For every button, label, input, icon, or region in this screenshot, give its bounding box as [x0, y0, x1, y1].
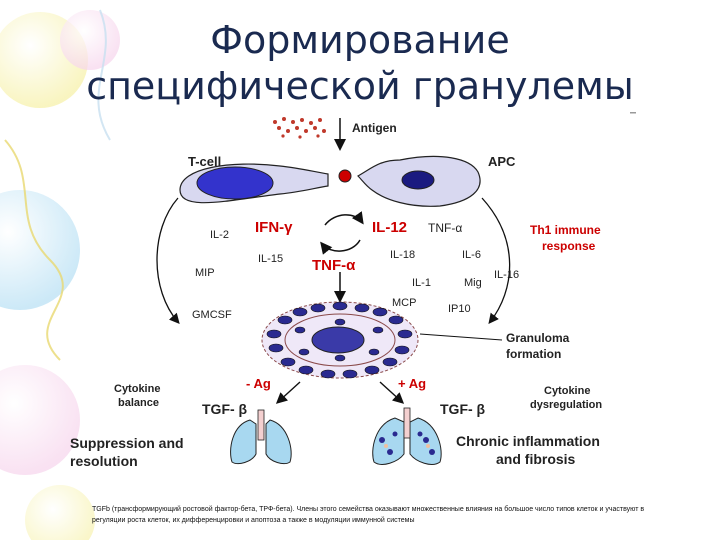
chronic-label-line1: Chronic inflammation	[456, 433, 600, 449]
cytokine-dysregulation-line1: Cytokine	[544, 385, 590, 397]
plus-ag-label: + Ag	[398, 376, 426, 391]
left-branch-arrow	[275, 381, 301, 404]
antigen-label: Antigen	[352, 121, 397, 135]
apc-cell	[357, 155, 481, 207]
mip-label: MIP	[195, 267, 215, 279]
bubble-decoration	[0, 365, 80, 475]
il12-label: IL-12	[372, 219, 407, 236]
ip10-label: IP10	[448, 303, 471, 315]
apc-label: APC	[488, 154, 516, 169]
suppression-label-line2: resolution	[70, 453, 138, 469]
il1-label: IL-1	[412, 277, 431, 289]
t-cell-label: T-cell	[188, 154, 221, 169]
page-title-line1: Формирование	[210, 18, 510, 62]
page-title-line2: специфической гранулемы	[86, 64, 634, 108]
il16-label: IL-16	[494, 269, 519, 281]
bubble-decoration	[0, 190, 80, 310]
cycle-arrow-top	[324, 211, 364, 226]
divider-mark	[630, 112, 636, 114]
il6-label: IL-6	[462, 249, 481, 261]
tgf-beta-left-label: TGF- β	[202, 401, 248, 417]
cytokine-balance-line2: balance	[118, 397, 159, 409]
mig-label: Mig	[464, 277, 482, 289]
left-curve-arrow	[156, 197, 180, 324]
synapse-dot	[338, 169, 352, 183]
ribbon-decoration	[4, 139, 64, 361]
cycle-arrow-bottom	[320, 239, 361, 255]
bubble-decoration	[25, 485, 95, 540]
granuloma-label-line2: formation	[506, 347, 561, 361]
granuloma-cluster	[261, 301, 419, 379]
il18-label: IL-18	[390, 249, 415, 261]
granuloma-label-line1: Granuloma	[506, 331, 570, 345]
healthy-lungs-icon	[230, 409, 292, 465]
right-curve-arrow	[481, 197, 511, 325]
tgf-beta-right-label: TGF- β	[440, 401, 486, 417]
fibrotic-lungs-icon	[372, 407, 442, 465]
cytokine-balance-line1: Cytokine	[114, 383, 160, 395]
il2-label: IL-2	[210, 229, 229, 241]
gmcsf-label: GMCSF	[192, 309, 232, 321]
tnf-alpha-top-label: TNF-α	[428, 221, 462, 235]
tnf-alpha-center-label: TNF-α	[312, 257, 356, 274]
footnote-text: TGFb (трансформирующий ростовой фактор-б…	[92, 506, 645, 524]
suppression-label-line1: Suppression and	[70, 435, 184, 451]
antigen-particles	[273, 117, 326, 139]
chronic-label-line2: and fibrosis	[496, 451, 576, 467]
mcp-label: MCP	[392, 297, 416, 309]
ribbon-decoration	[97, 9, 111, 141]
t-cell	[179, 163, 329, 204]
ifn-gamma-label: IFN-γ	[255, 219, 293, 236]
th1-label-line1: Th1 immune	[530, 223, 601, 237]
minus-ag-label: - Ag	[246, 376, 271, 391]
right-branch-arrow	[379, 381, 405, 404]
granuloma-pointer	[419, 333, 503, 341]
il15-label: IL-15	[258, 253, 283, 265]
cytokine-dysregulation-line2: dysregulation	[530, 399, 602, 411]
th1-label-line2: response	[542, 239, 596, 253]
